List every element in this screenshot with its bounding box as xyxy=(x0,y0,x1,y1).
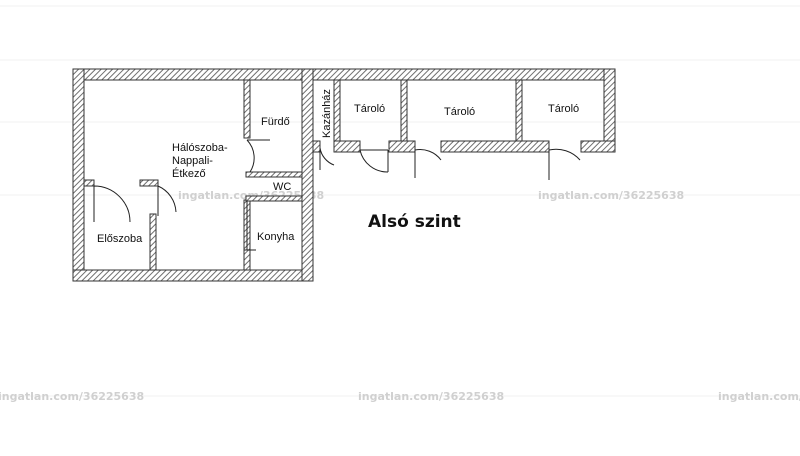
wall-kitchen-door-stub xyxy=(243,249,251,271)
door-living-hall xyxy=(157,185,177,216)
wall-storage-top xyxy=(312,68,616,81)
wall-hall-right xyxy=(149,213,157,271)
door-storage-1 xyxy=(359,149,389,173)
room-label-bath: Fürdő xyxy=(261,116,290,128)
wall-bottom-main xyxy=(72,269,314,282)
room-label-hall: Előszoba xyxy=(97,233,143,245)
door-bath xyxy=(246,139,270,173)
wall-storage-div-1 xyxy=(333,79,341,142)
door-boiler xyxy=(319,147,335,170)
room-label-living-line-3: Étkező xyxy=(172,167,206,180)
watermark-text: ingatlan.com/36225638 xyxy=(538,189,684,202)
watermark-text: ingatlan.com/36225638 xyxy=(358,390,504,403)
wall-storage-div-2 xyxy=(400,79,408,142)
room-label-living-line-1: Hálószoba- xyxy=(172,142,228,154)
room-label-boiler: Kazánház xyxy=(321,89,333,138)
watermark-text: ingatlan.com/36225638 xyxy=(0,390,144,403)
wall-hall-top-right xyxy=(139,179,159,187)
watermark-layer: ingatlan.com/36225638 ingatlan.com/36225… xyxy=(0,5,800,403)
wall-storage-bottom-3 xyxy=(388,140,416,153)
doors xyxy=(93,139,581,251)
wall-hall-top xyxy=(83,179,95,187)
room-label-living-line-2: Nappali- xyxy=(172,155,213,167)
room-label-storage-3: Tároló xyxy=(548,103,579,115)
wall-left-main xyxy=(72,68,85,282)
door-kitchen xyxy=(244,201,256,251)
watermark-text: ingatlan.com/36225638 xyxy=(718,390,800,403)
wall-storage-right xyxy=(603,68,616,153)
room-labels: Hálószoba- Nappali- Étkező Fürdő WC Kony… xyxy=(97,89,579,245)
wall-storage-bottom-5 xyxy=(580,140,616,153)
wall-storage-div-3 xyxy=(515,79,523,142)
wall-storage-bottom-2 xyxy=(333,140,361,153)
walls xyxy=(72,68,616,282)
wall-top-main xyxy=(72,68,314,81)
room-label-storage-1: Tároló xyxy=(354,103,385,115)
door-storage-3 xyxy=(548,148,581,180)
room-label-kitchen: Konyha xyxy=(257,231,295,243)
room-label-wc: WC xyxy=(273,181,291,193)
wall-wc-bottom xyxy=(245,195,303,202)
room-label-storage-2: Tároló xyxy=(444,106,475,118)
wall-right-main xyxy=(301,68,314,282)
door-storage-2 xyxy=(414,149,442,178)
wall-partition-v xyxy=(243,79,251,139)
level-title: Alsó szint xyxy=(368,212,461,232)
wall-storage-bottom-4 xyxy=(440,140,550,153)
door-hall-entry xyxy=(93,185,131,223)
wall-bath-bottom xyxy=(245,171,303,178)
wall-storage-bottom-1 xyxy=(312,140,321,153)
